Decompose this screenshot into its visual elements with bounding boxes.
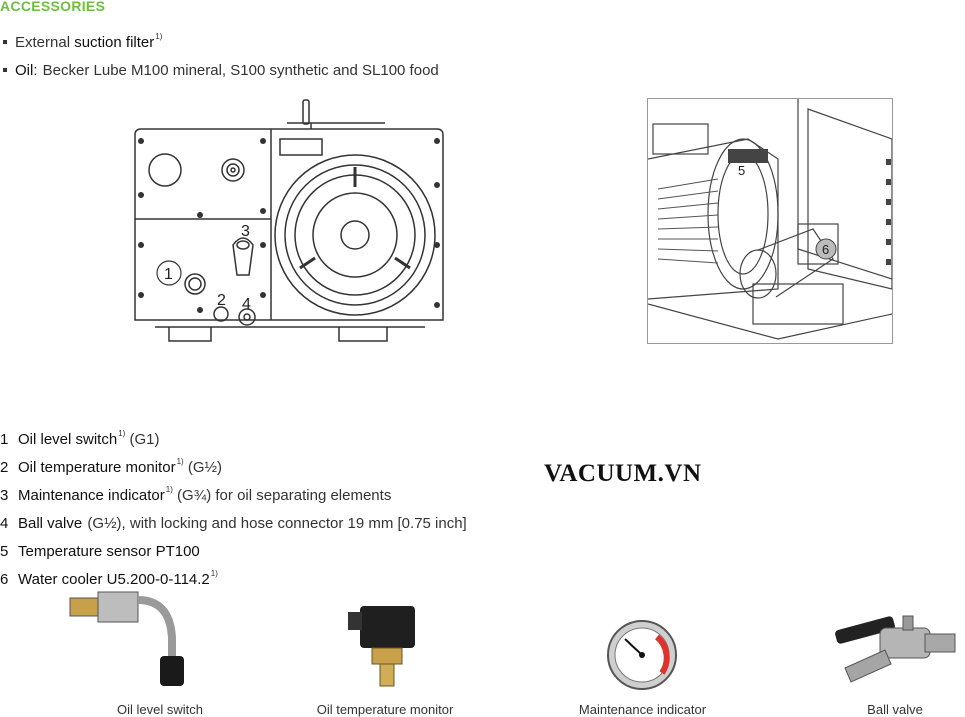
bullet-square-icon (3, 67, 7, 72)
item-name: Temperature sensor PT100 (18, 543, 200, 560)
item-name: Oil temperature monitor (18, 459, 176, 476)
pump-side-photo: 5 6 (647, 98, 893, 344)
bullet-square-icon (3, 39, 7, 44)
product-caption: Oil temperature monitor (316, 702, 454, 717)
product-caption: Ball valve (867, 702, 923, 717)
item-number: 6 (0, 571, 9, 588)
pump-front-diagram: 1 2 3 4 (134, 99, 444, 342)
pump-side-illustration: 5 6 (648, 99, 892, 340)
list-item: 4 Ball valve (G½), with locking and hose … (0, 507, 467, 535)
list-item: 1 Oil level switch1) (G1) (0, 423, 467, 451)
bullet-text: External (15, 34, 75, 51)
item-name: Water cooler U5.200-0-114.2 (18, 571, 210, 588)
list-item: 6 Water cooler U5.200-0-114.21) (0, 563, 467, 591)
product-caption: Maintenance indicator (578, 702, 707, 717)
watermark: VACUUM.VN (544, 460, 702, 487)
product-oil-temperature-monitor: Oil temperature monitor (300, 598, 470, 717)
bullet-item: Oil: Becker Lube M100 mineral, S100 synt… (0, 54, 439, 82)
footnote-mark: 1) (118, 429, 126, 438)
item-detail: (G1) (125, 431, 160, 448)
item-name: Oil level switch (18, 431, 118, 448)
section-heading: ACCESSORIES (0, 0, 106, 14)
oil-level-switch-icon (69, 591, 184, 686)
bullet-item: External suction filter1) (0, 26, 439, 54)
bullet-bold: suction filter (74, 34, 155, 51)
ball-valve-icon (835, 615, 956, 683)
bullet-bold: Oil: (15, 62, 38, 79)
item-detail: (G¾) for oil separating elements (172, 487, 392, 504)
bullet-text: Becker Lube M100 mineral, S100 synthetic… (38, 62, 439, 79)
product-maintenance-indicator: Maintenance indicator (565, 615, 720, 717)
item-number: 1 (0, 431, 9, 448)
photo-label-5: 5 (738, 163, 745, 178)
list-item: 5 Temperature sensor PT100 (0, 535, 467, 563)
footnote-mark: 1) (155, 32, 163, 41)
item-number: 5 (0, 543, 9, 560)
product-oil-level-switch: Oil level switch (60, 578, 260, 717)
diagram-label-4: 4 (242, 296, 251, 313)
item-detail: (G½), with locking and hose connector 19… (83, 515, 467, 532)
diagram-label-1: 1 (164, 266, 173, 283)
product-ball-valve: Ball valve (825, 598, 965, 717)
item-name: Ball valve (18, 515, 83, 532)
list-item: 3 Maintenance indicator1) (G¾) for oil se… (0, 479, 467, 507)
photo-label-6: 6 (822, 242, 829, 257)
product-caption: Oil level switch (117, 702, 203, 717)
diagram-label-2: 2 (217, 292, 226, 309)
oil-temperature-monitor-icon (348, 606, 415, 687)
footnote-mark: 1) (176, 457, 184, 466)
footnote-mark: 1) (165, 485, 173, 494)
item-name: Maintenance indicator (18, 487, 165, 504)
item-detail: (G½) (183, 459, 223, 476)
footnote-mark: 1) (210, 569, 218, 578)
list-item: 2 Oil temperature monitor1) (G½) (0, 451, 467, 479)
maintenance-indicator-icon (607, 620, 677, 690)
item-number: 3 (0, 487, 9, 504)
diagram-label-3: 3 (241, 223, 250, 240)
item-number: 2 (0, 459, 9, 476)
accessory-bullets: External suction filter1) Oil: Becker Lu… (0, 26, 439, 82)
item-number: 4 (0, 515, 9, 532)
